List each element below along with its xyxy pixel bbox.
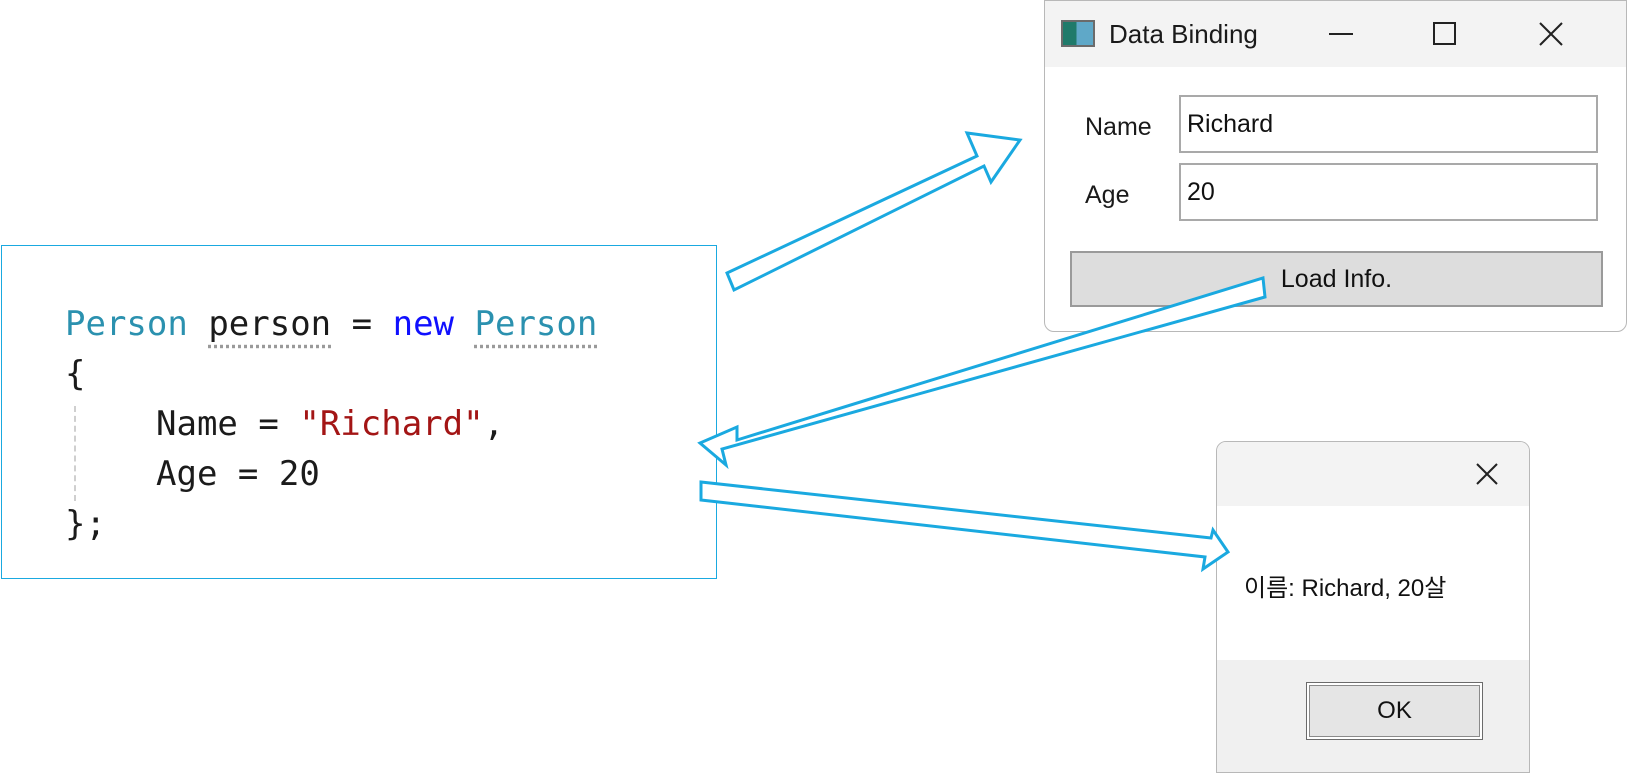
maximize-button[interactable] [1415,11,1475,57]
operator-equals: = [351,304,373,344]
maximize-icon [1433,22,1456,45]
prop-age: Age [156,454,218,494]
minimize-button[interactable] [1311,11,1371,57]
message-text: 이름: Richard, 20살 [1244,575,1447,602]
age-input[interactable] [1179,163,1598,221]
type-person-ctor: Person [474,304,598,344]
close-icon [1476,463,1498,485]
code-line-4: Age = 20 [156,454,320,494]
data-binding-window: Data Binding Name Age Load Info. [1044,0,1627,332]
string-richard: "Richard" [299,404,484,444]
indent-guide [74,406,76,501]
close-button[interactable] [1521,11,1581,57]
code-line-1: Person person = new Person [65,304,597,344]
arrow-code-to-window-icon [725,131,1023,293]
comma: , [483,404,505,444]
app-icon [1061,20,1095,47]
operator-equals: = [237,454,259,494]
operator-equals: = [258,404,279,444]
message-box: 이름: Richard, 20살 OK [1216,441,1530,773]
load-info-button[interactable]: Load Info. [1070,251,1603,307]
code-line-3: Name = "Richard", [156,404,504,444]
number-age: 20 [278,454,320,494]
arrow-code-to-message-icon [699,480,1231,573]
name-label: Name [1085,113,1152,141]
message-box-close-button[interactable] [1465,454,1509,494]
code-panel: Person person = new Person { Name = "Ric… [1,245,717,579]
window-title: Data Binding [1109,19,1258,49]
keyword-new: new [392,304,455,344]
name-input[interactable] [1179,95,1598,153]
minimize-icon [1329,33,1353,35]
ok-button[interactable]: OK [1306,682,1483,740]
close-icon [1539,22,1563,46]
message-box-title-bar[interactable] [1217,442,1529,506]
code-line-2: { [65,354,86,394]
type-person: Person [65,304,188,344]
code-line-5: }; [65,504,106,544]
title-bar[interactable]: Data Binding [1045,1,1626,67]
variable-person: person [208,304,332,344]
age-label: Age [1085,181,1130,209]
prop-name: Name [156,404,238,444]
